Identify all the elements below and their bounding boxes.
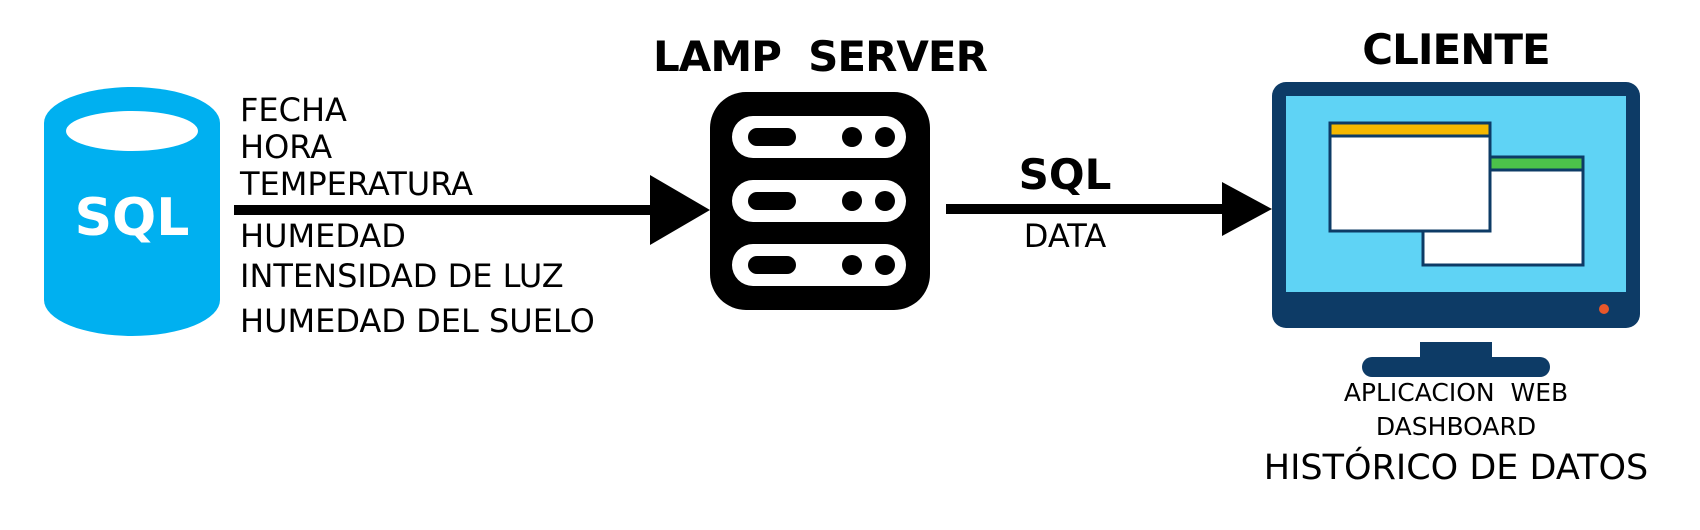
server-title: LAMP SERVER: [653, 32, 988, 81]
field-label: FECHA: [240, 91, 347, 129]
client-line: APLICACION WEB: [1343, 378, 1569, 407]
client-line: DASHBOARD: [1375, 412, 1537, 441]
database-label: SQL: [74, 188, 190, 248]
transfer-label: SQL: [1018, 150, 1112, 199]
field-label: HUMEDAD DEL SUELO: [240, 302, 595, 340]
field-label: HUMEDAD: [240, 217, 406, 255]
window-icon: [1328, 121, 1492, 233]
server-icon: [710, 92, 930, 310]
sql-data-arrow: [946, 182, 1272, 236]
field-label: INTENSIDAD DE LUZ: [240, 257, 564, 295]
monitor-icon: [1272, 82, 1640, 377]
client-title: CLIENTE: [1362, 25, 1550, 74]
data-flow-arrow: [234, 175, 710, 245]
field-label: TEMPERATURA: [240, 165, 474, 203]
client-subtitle: HISTÓRICO DE DATOS: [1263, 448, 1649, 488]
transfer-sublabel: DATA: [1023, 217, 1107, 255]
field-label: HORA: [240, 128, 333, 166]
database-icon: [44, 87, 220, 336]
power-led-icon: [1599, 304, 1609, 314]
